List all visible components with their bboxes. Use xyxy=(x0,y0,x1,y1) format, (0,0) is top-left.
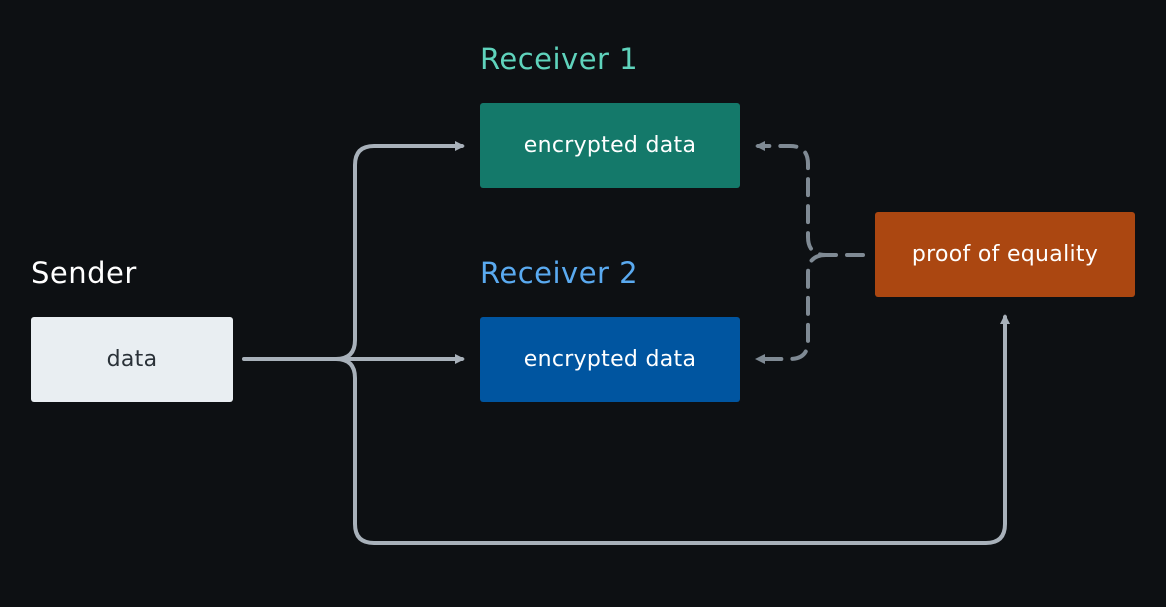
sender-label: Sender xyxy=(31,256,137,290)
proof-of-equality-box: proof of equality xyxy=(875,212,1135,297)
receiver1-label: Receiver 1 xyxy=(480,42,639,76)
receiver2-encrypted-data-label: encrypted data xyxy=(523,347,697,372)
connector-data-to-proof xyxy=(334,314,1010,545)
receiver2-label: Receiver 2 xyxy=(480,256,639,290)
receiver1-encrypted-data-label: encrypted data xyxy=(523,133,697,158)
sender-data-box-label: data xyxy=(106,347,158,372)
receiver2-encrypted-data-box: encrypted data xyxy=(480,317,740,402)
dashed-connector-proof-to-receiver2 xyxy=(755,253,828,364)
sender-data-box: data xyxy=(31,317,233,402)
receiver1-encrypted-data-box: encrypted data xyxy=(480,103,740,188)
dashed-connector-proof-to-receiver1 xyxy=(755,141,865,257)
proof-of-equality-label: proof of equality xyxy=(911,242,1099,267)
connector-data-to-receiver1 xyxy=(334,141,465,361)
